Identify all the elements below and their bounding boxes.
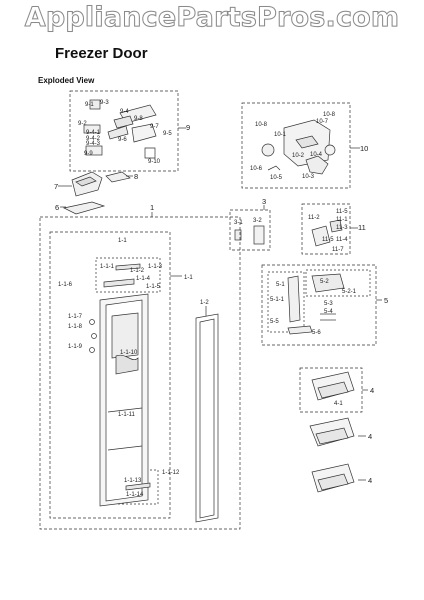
label-5-6: 5-6	[312, 330, 321, 336]
group-10-labels: 10 10-8 10-8 10-7 10-1 10-2 10-4 10-6 10…	[250, 112, 368, 181]
label-10-4: 10-4	[310, 152, 323, 158]
group-9-labels: 9 9-1 9-3 9-4 9-8 9-2 9-7 9-5 9-4-1 9-4-…	[78, 100, 190, 165]
label-1-1-6: 1-1-6	[58, 282, 73, 288]
label-4-c: 4	[368, 476, 372, 485]
label-1-1-5: 1-1-5	[146, 284, 161, 290]
group-11-labels: 11 11-5 11-2 11-1 11-3 11-5 11-4 11-7	[308, 209, 366, 253]
label-5-1-1: 5-1-1	[270, 297, 285, 303]
label-9-6: 9-6	[118, 137, 127, 143]
diagram-subtitle: Exploded View	[38, 76, 95, 85]
label-9-1: 9-1	[85, 102, 94, 108]
label-9-2: 9-2	[78, 121, 87, 127]
label-3-2: 3-2	[253, 218, 262, 224]
label-5-2-1: 5-2-1	[342, 289, 357, 295]
label-11-3: 11-3	[336, 225, 348, 231]
label-1-1-8: 1-1-8	[68, 324, 83, 330]
label-9-3: 9-3	[100, 100, 109, 106]
label-1-1-11: 1-1-11	[118, 412, 136, 418]
label-11-5-b: 11-5	[322, 237, 334, 243]
label-5-1: 5-1	[276, 282, 285, 288]
group-1-main-door	[39, 212, 241, 530]
label-11-7: 11-7	[332, 247, 344, 253]
label-1-1-10: 1-1-10	[120, 350, 138, 356]
label-4-a: 4	[370, 386, 374, 395]
label-9-10: 9-10	[148, 159, 161, 165]
group-3	[229, 205, 271, 251]
label-7: 7	[54, 182, 58, 191]
label-10-8-a: 10-8	[255, 122, 268, 128]
label-9-4-2: 9-4-2	[86, 136, 101, 142]
label-4-b: 4	[368, 432, 372, 441]
diagram-title: Freezer Door	[55, 45, 148, 62]
label-1-2: 1-2	[200, 300, 209, 306]
label-9-8: 9-8	[134, 116, 143, 122]
group-1-labels: 1 1-1 1-1 1-2 1-1-1 1-1-2 1-1-3 1-1-4 1-…	[58, 203, 209, 498]
label-1-1-12: 1-1-12	[162, 470, 180, 476]
group-5-labels: 5 5-2 5-1 5-2-1 5-1-1 5-3 5-4 5-5 5-6	[270, 279, 388, 336]
label-1-1-7: 1-1-7	[68, 314, 83, 320]
label-10-7: 10-7	[316, 119, 329, 125]
label-10-6: 10-6	[250, 166, 263, 172]
group-10	[241, 102, 360, 189]
label-5-3: 5-3	[324, 301, 333, 307]
label-1-1-13: 1-1-13	[124, 478, 142, 484]
label-11-5-a: 11-5	[336, 209, 348, 215]
label-5-4: 5-4	[324, 309, 333, 315]
label-1-1-3: 1-1-3	[148, 264, 163, 270]
label-6: 6	[55, 203, 59, 212]
label-1-1-9: 1-1-9	[68, 344, 83, 350]
label-11-1: 11-1	[336, 217, 348, 223]
label-10-5: 10-5	[270, 175, 283, 181]
label-1-1-side: 1-1	[184, 275, 193, 281]
label-5-2: 5-2	[320, 279, 329, 285]
label-4-1: 4-1	[334, 401, 343, 407]
label-1: 1	[150, 203, 154, 212]
label-9-4: 9-4	[120, 109, 129, 115]
label-9: 9	[186, 123, 190, 132]
label-10-8-b: 10-8	[323, 112, 336, 118]
label-3-1: 3-1	[234, 220, 243, 226]
label-11-4: 11-4	[336, 237, 348, 243]
label-11: 11	[358, 223, 366, 232]
label-10-1: 10-1	[274, 132, 287, 138]
label-10: 10	[360, 144, 368, 153]
label-1-1-14: 1-1-14	[126, 492, 144, 498]
group-9	[69, 90, 186, 172]
parts-6-7-8	[58, 171, 133, 215]
label-9-4-1: 9-4-1	[86, 130, 101, 136]
label-9-5: 9-5	[163, 131, 172, 137]
label-10-2: 10-2	[292, 153, 305, 159]
label-5: 5	[384, 296, 388, 305]
group-11	[301, 203, 358, 255]
label-3: 3	[262, 197, 266, 206]
group-5	[261, 264, 382, 346]
label-1-1-top: 1-1	[118, 238, 127, 244]
label-1-1-4: 1-1-4	[136, 276, 151, 282]
label-9-4-3: 9-4-3	[86, 141, 101, 147]
label-5-5: 5-5	[270, 319, 279, 325]
label-10-3: 10-3	[302, 174, 315, 180]
label-9-7: 9-7	[150, 124, 159, 130]
door-bins	[299, 367, 368, 493]
label-9-9: 9-9	[84, 151, 93, 157]
label-8: 8	[134, 172, 138, 181]
watermark: AppliancePartsPros.com	[24, 2, 400, 34]
label-1-1-1: 1-1-1	[100, 264, 115, 270]
label-11-2: 11-2	[308, 215, 320, 221]
label-1-1-2: 1-1-2	[130, 268, 145, 274]
